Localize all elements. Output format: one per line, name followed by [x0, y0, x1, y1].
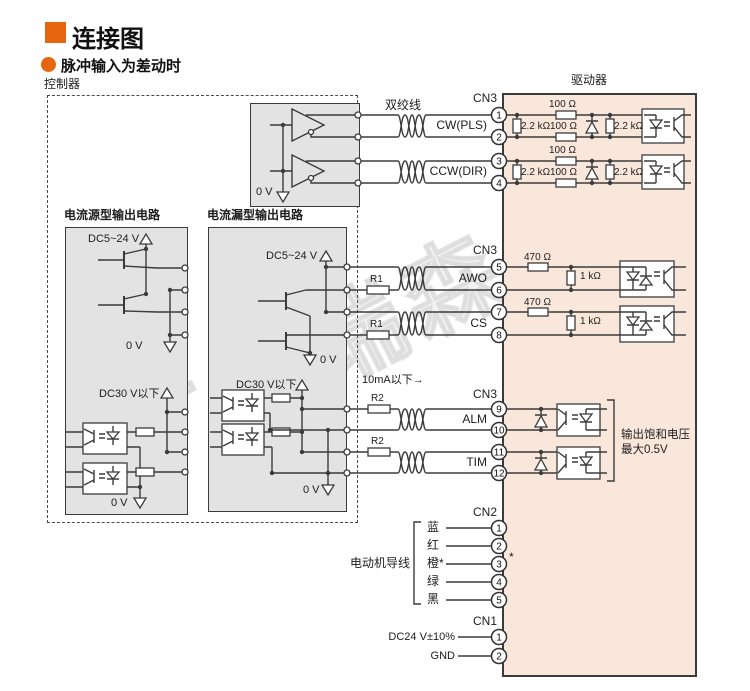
- tim-signal-label: TIM: [466, 455, 487, 469]
- diagram-subtitle: 脉冲输入为差动时: [61, 58, 182, 75]
- resistor-value: 100 Ω: [549, 145, 576, 156]
- cs-signal-label: CS: [470, 316, 487, 330]
- resistor-ref: R2: [371, 436, 384, 447]
- resistor-ref: R1: [370, 319, 383, 330]
- output-note-line2: 最大0.5V: [621, 444, 668, 456]
- power-supply-label: DC24 V±10%: [388, 631, 455, 643]
- twisted-pair-icon: [397, 451, 427, 474]
- resistor-value: 470 Ω: [524, 297, 551, 308]
- twisted-pair-label: 双绞线: [385, 98, 422, 112]
- bullet-icon: [41, 57, 56, 72]
- resistor-value: 2.2 kΩ: [614, 167, 644, 178]
- resistor-value: 2.2 kΩ: [521, 121, 551, 132]
- motor-lead-wires: [413, 521, 491, 605]
- wire-color-label: 绿: [427, 574, 440, 588]
- awo-signal-label: AWO: [458, 271, 487, 285]
- power-wires: [458, 636, 491, 657]
- motor-leads-label: 电动机导线: [350, 556, 411, 570]
- resistor-value: 100 Ω: [549, 99, 576, 110]
- resistor-value: 100 Ω: [550, 121, 577, 132]
- controller-region-box: [47, 95, 358, 523]
- twisted-pair-icon: [397, 114, 427, 138]
- controller-region-label: 控制器: [44, 77, 81, 91]
- line-driver-gnd-label: 0 V: [256, 186, 273, 198]
- resistor-value: 470 Ω: [524, 252, 551, 263]
- cn3-connector-label: CN3: [472, 387, 497, 401]
- source-output-circuit-box: [65, 227, 188, 515]
- cn1-connector-label: CN1: [472, 614, 497, 628]
- cn3-connector-label: CN3: [472, 243, 497, 257]
- twisted-pair-icon: [397, 160, 427, 184]
- ccw-signal-label: CCW(DIR): [429, 164, 487, 178]
- wire-color-label: 红: [427, 538, 440, 552]
- sink-gnd-label: 0 V: [320, 354, 337, 366]
- alm-signal-label: ALM: [462, 412, 487, 426]
- section-marker-icon: [45, 22, 66, 43]
- twisted-pair-icon: [397, 266, 427, 291]
- resistor-value: 1 kΩ: [580, 271, 601, 282]
- source-gnd2-label: 0 V: [111, 497, 128, 509]
- resistor-value: 2.2 kΩ: [521, 167, 551, 178]
- sink-low-voltage-label: DC30 V以下: [236, 379, 297, 391]
- cn2-connector-label: CN2: [472, 505, 497, 519]
- cn3-connector-label: CN3: [472, 91, 497, 105]
- source-low-voltage-label: DC30 V以下: [99, 388, 160, 400]
- sink-supply-label: DC5~24 V: [266, 250, 318, 262]
- twisted-pair-icon: [397, 408, 427, 431]
- current-note-label: 10mA以下→: [362, 374, 424, 386]
- page-title: 连接图: [72, 26, 144, 53]
- sink-output-circuit-box: [208, 227, 347, 512]
- sink-gnd2-label: 0 V: [303, 484, 320, 496]
- wire-color-label: 蓝: [427, 520, 440, 534]
- pin3-asterisk: *: [509, 550, 514, 564]
- source-supply-label: DC5~24 V: [88, 233, 140, 245]
- resistor-value: 100 Ω: [550, 167, 577, 178]
- resistor-ref: R2: [371, 393, 384, 404]
- source-circuit-title: 电流源型输出电路: [64, 208, 161, 222]
- twisted-pair-icon: [397, 311, 427, 336]
- source-gnd-label: 0 V: [126, 340, 143, 352]
- sink-circuit-title: 电流漏型输出电路: [207, 208, 304, 222]
- resistor-value: 2.2 kΩ: [614, 121, 644, 132]
- motor-leads-bracket: [413, 521, 421, 605]
- wire-color-label: 橙*: [427, 556, 444, 570]
- output-note-line1: 输出饱和电压: [621, 429, 690, 441]
- wire-color-label: 黑: [427, 592, 440, 606]
- gnd-label: GND: [430, 650, 455, 662]
- resistor-value: 1 kΩ: [580, 316, 601, 327]
- cw-signal-label: CW(PLS): [436, 118, 487, 132]
- driver-region-label: 驱动器: [571, 73, 608, 87]
- resistor-ref: R1: [370, 274, 383, 285]
- driver-region-box: [502, 93, 697, 677]
